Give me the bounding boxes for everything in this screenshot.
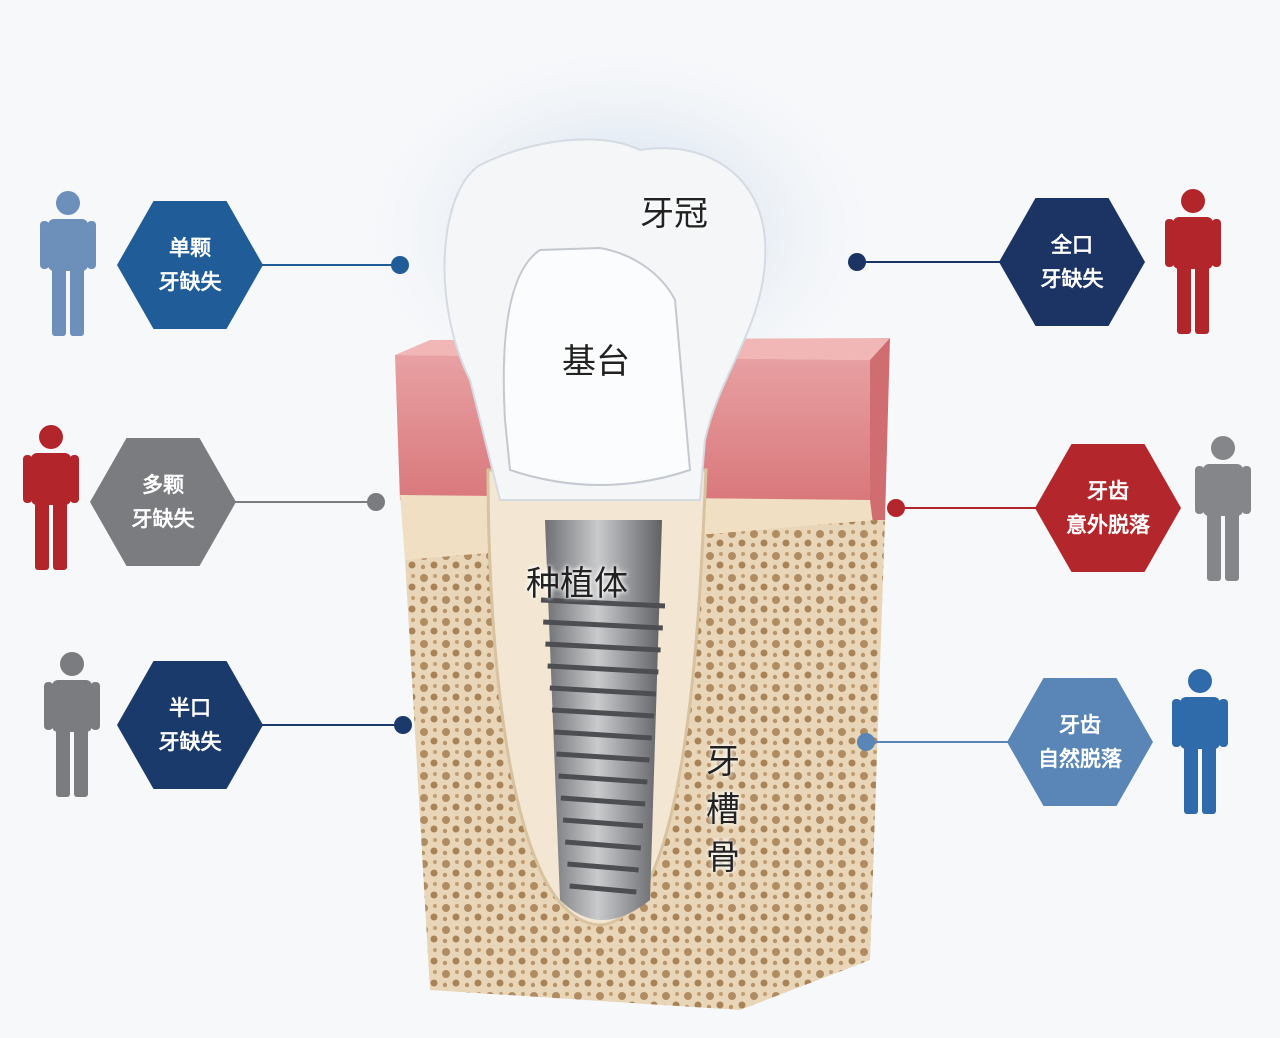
connector-dot [367,493,385,511]
implant-thread [554,729,652,741]
case-label: 牙齿 自然脱落 [1038,713,1122,771]
label-alveolar-bone: 牙槽骨 [706,742,740,878]
case-hexagon: 牙齿 自然脱落 [1007,678,1153,806]
connector-dot [848,253,866,271]
connector-line [228,501,376,503]
implant-thread [565,839,641,851]
connector-dot [391,256,409,274]
implant-thread [560,795,646,807]
connector-line [255,724,405,726]
connector-line [857,261,1002,263]
implant-thread [569,883,637,895]
person-icon [1165,189,1221,334]
case-label: 单颗 牙缺失 [158,236,222,294]
implant-thread [540,597,666,609]
implant-thread [545,641,661,653]
abutment [502,246,692,486]
connector-line [255,264,400,266]
connector-line [866,741,1011,743]
implant-thread [543,619,663,631]
person-icon [23,425,79,570]
case-label: 半口 牙缺失 [158,696,222,754]
label-implant: 种植体 [526,564,628,604]
connector-line [896,507,1038,509]
implant-thread [549,685,657,697]
case-label: 牙齿 意外脱落 [1066,479,1150,537]
label-abutment: 基台 [562,342,630,382]
implant-thread [547,663,659,675]
case-hexagon: 牙齿 意外脱落 [1035,444,1181,572]
label-crown: 牙冠 [640,194,708,234]
case-label: 多颗 牙缺失 [131,473,195,531]
person-icon [1195,436,1251,581]
implant-thread [551,707,655,719]
implant-thread [558,773,648,785]
person-icon [44,652,100,797]
connector-dot [887,499,905,517]
connector-dot [857,733,875,751]
person-icon [40,191,96,336]
implant-thread [562,817,644,829]
connector-dot [394,716,412,734]
person-icon [1172,669,1228,814]
implant-thread [567,861,639,873]
case-label: 全口 牙缺失 [1040,233,1104,291]
implant-thread [556,751,650,763]
